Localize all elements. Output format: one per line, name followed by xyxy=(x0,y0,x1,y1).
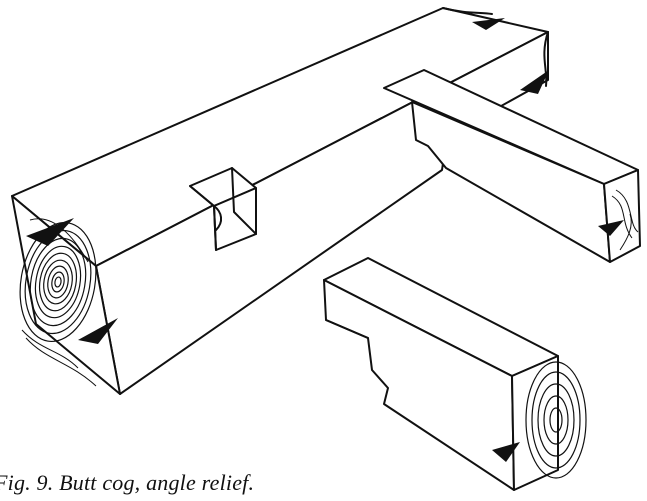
break-mark-top xyxy=(472,18,505,30)
joist-installed xyxy=(383,69,641,263)
break-mark-end-top xyxy=(26,218,74,246)
break-mark-detail xyxy=(492,442,520,462)
beam-break-line-2 xyxy=(543,31,549,87)
break-mark-side xyxy=(520,70,549,94)
joist-detail-end-grain xyxy=(525,361,587,479)
joist-detail xyxy=(323,257,587,491)
joist-detail-end-face xyxy=(511,355,559,491)
break-mark-joist xyxy=(598,220,624,236)
beam-break-line xyxy=(442,7,493,15)
joist-installed-end-face xyxy=(603,169,641,263)
break-mark-end-bottom xyxy=(78,318,118,344)
figure-caption: Fig. 9. Butt cog, angle relief. xyxy=(0,470,255,495)
